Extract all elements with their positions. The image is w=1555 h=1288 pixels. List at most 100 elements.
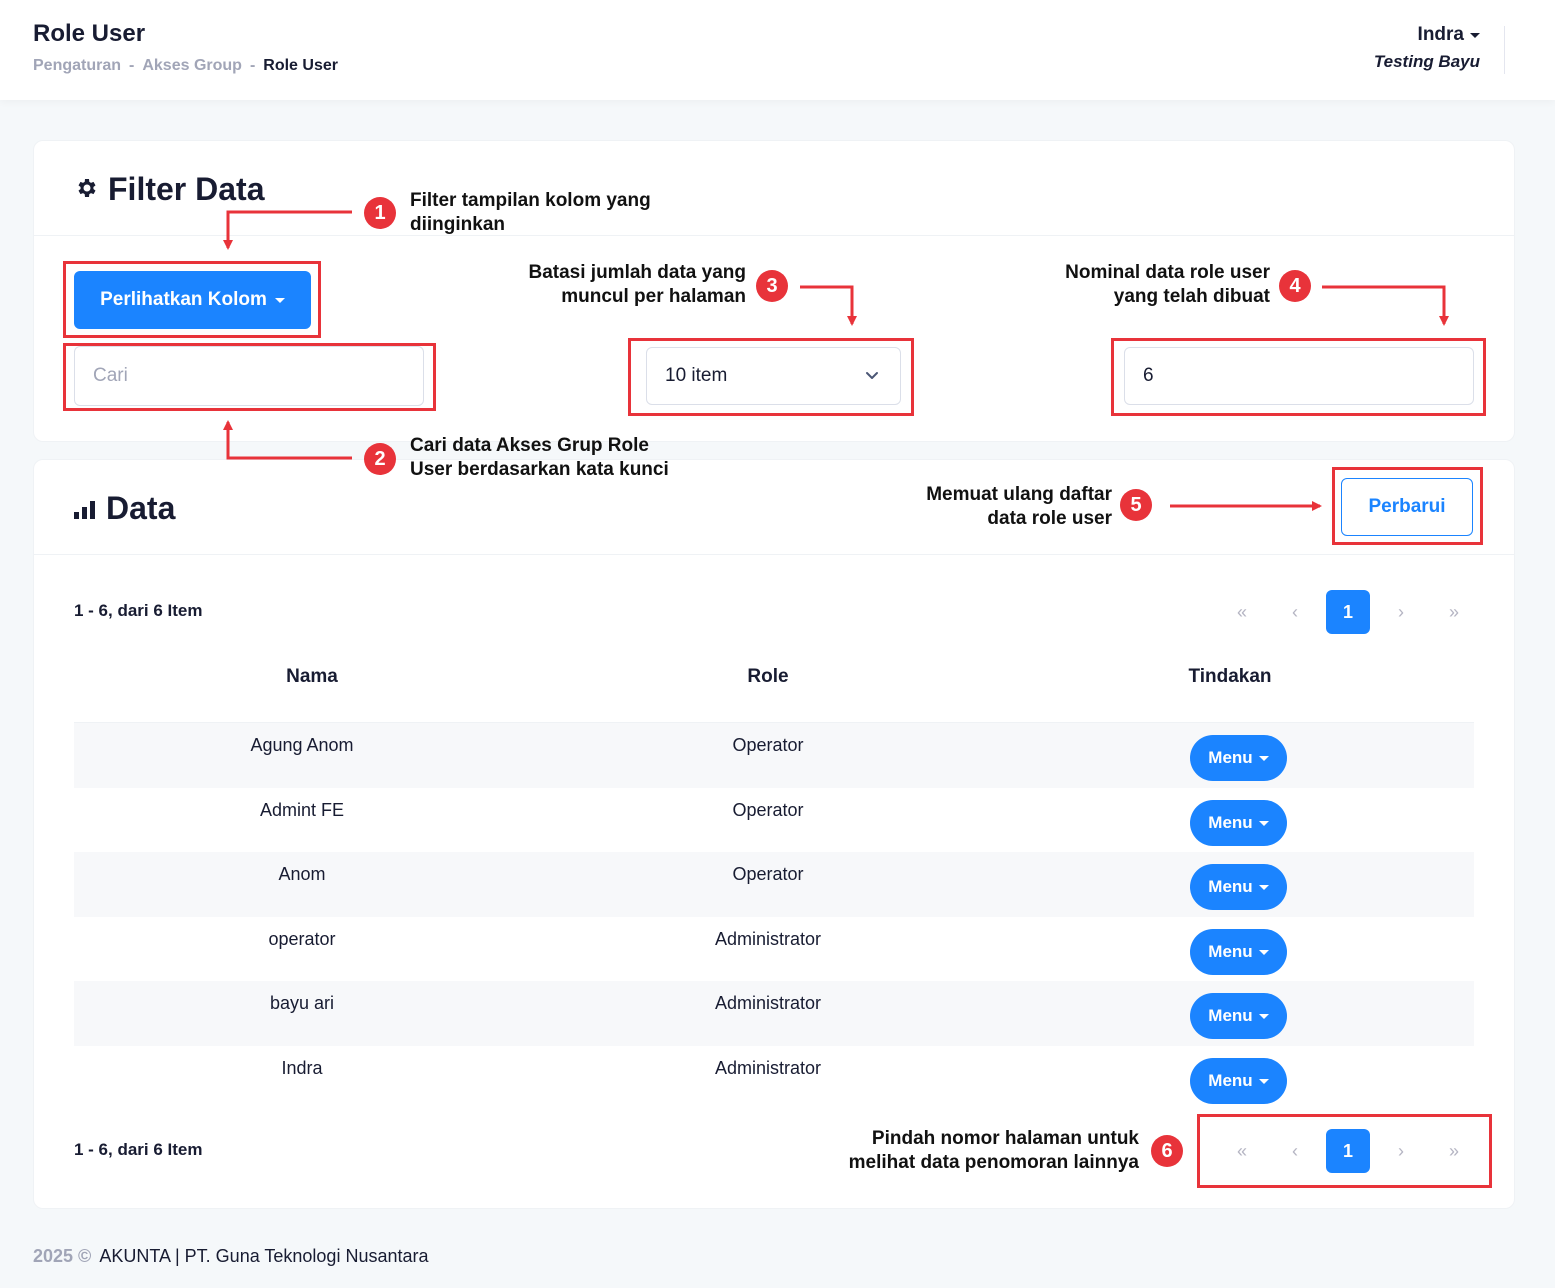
highlight-box-2	[63, 343, 436, 411]
annotation-badge-2: 2	[364, 443, 396, 475]
cell-nama: bayu ari	[269, 993, 335, 1013]
caret-down-icon	[274, 297, 285, 303]
data-title-text: Data	[106, 490, 176, 526]
annotation-badge-4: 4	[1279, 270, 1311, 302]
annotation-badge-1: 1	[364, 197, 396, 229]
show-columns-button[interactable]: Perlihatkan Kolom	[74, 271, 311, 329]
column-header-nama[interactable]: Nama	[286, 666, 338, 687]
row-menu-button[interactable]: Menu	[1190, 929, 1287, 975]
table-row: Admint FE Operator Menu	[74, 788, 1474, 853]
data-card-title: Data	[74, 490, 175, 527]
caret-down-icon	[1258, 820, 1269, 826]
table-header-divider	[74, 722, 1474, 723]
annotation-note-6: Pindah nomor halaman untuk melihat data …	[800, 1127, 1139, 1175]
total-data-field: 6	[1124, 347, 1474, 405]
note-6-line1: Pindah nomor halaman untuk	[871, 1128, 1139, 1149]
footer-year: 2025 ©	[33, 1246, 92, 1266]
table-row: Anom Operator Menu	[74, 852, 1474, 917]
column-header-tindakan: Tindakan	[1188, 666, 1272, 687]
annotation-note-3: Batasi jumlah data yang muncul per halam…	[486, 261, 746, 309]
annotation-badge-6: 6	[1151, 1135, 1183, 1167]
annotation-note-2: Cari data Akses Grup Role User berdasark…	[410, 434, 669, 482]
note-4-line1: Nominal data role user	[1065, 262, 1270, 283]
page-title: Role User	[33, 20, 146, 47]
caret-down-icon	[1258, 1013, 1269, 1019]
row-menu-label: Menu	[1208, 813, 1253, 832]
row-menu-button[interactable]: Menu	[1190, 993, 1287, 1039]
row-menu-label: Menu	[1208, 1006, 1253, 1025]
breadcrumb-separator: -	[249, 57, 256, 74]
breadcrumb-item-pengaturan[interactable]: Pengaturan	[33, 57, 122, 74]
table-row: Indra Administrator Menu	[74, 1046, 1474, 1111]
table-row: operator Administrator Menu	[74, 917, 1474, 982]
row-menu-label: Menu	[1208, 748, 1253, 767]
row-menu-label: Menu	[1208, 877, 1253, 896]
cell-role: Operator	[732, 735, 804, 755]
pagination-bottom: « ‹ 1 › »	[1211, 1129, 1476, 1173]
row-menu-label: Menu	[1208, 1071, 1253, 1090]
caret-down-icon	[1258, 884, 1269, 890]
row-menu-button[interactable]: Menu	[1190, 735, 1287, 781]
cell-role: Administrator	[714, 929, 822, 949]
note-3-line2: muncul per halaman	[561, 286, 746, 307]
row-menu-label: Menu	[1208, 942, 1253, 961]
annotation-note-5: Memuat ulang daftar data role user	[872, 483, 1112, 531]
note-1-line2: diinginkan	[410, 214, 505, 235]
page-1-button[interactable]: 1	[1326, 590, 1370, 634]
breadcrumb-item-role-user: Role User	[263, 57, 338, 74]
note-2-line1: Cari data Akses Grup Role	[410, 435, 649, 456]
filter-card-title: Filter Data	[74, 171, 264, 208]
note-5-line2: data role user	[987, 508, 1112, 529]
bar-chart-icon	[74, 490, 96, 527]
cell-role: Operator	[732, 800, 804, 820]
note-2-line2: User berdasarkan kata kunci	[410, 459, 669, 480]
highlight-box-3	[628, 338, 914, 416]
table-row: bayu ari Administrator Menu	[74, 981, 1474, 1046]
note-1-line1: Filter tampilan kolom yang	[410, 190, 651, 211]
next-page-button[interactable]: ›	[1398, 1140, 1404, 1161]
cell-nama: operator	[268, 929, 336, 949]
cell-role: Administrator	[714, 1058, 822, 1078]
user-name-toggle[interactable]: Indra	[1418, 24, 1480, 46]
annotation-badge-3: 3	[756, 270, 788, 302]
filter-card-divider	[34, 235, 1514, 236]
first-page-button[interactable]: «	[1236, 1140, 1247, 1161]
user-menu[interactable]: Indra Testing Bayu	[1374, 24, 1480, 72]
breadcrumb-separator: -	[129, 57, 135, 74]
column-header-role[interactable]: Role	[747, 666, 789, 687]
breadcrumb-item-akses-group[interactable]: Akses Group	[142, 57, 242, 74]
pagination-top: « ‹ 1 › »	[1211, 590, 1476, 634]
last-page-button[interactable]: »	[1448, 601, 1459, 622]
note-5-line1: Memuat ulang daftar	[926, 484, 1112, 505]
footer: 2025 © AKUNTA | PT. Guna Teknologi Nusan…	[33, 1246, 429, 1267]
row-menu-button[interactable]: Menu	[1190, 864, 1287, 910]
user-name: Indra	[1417, 24, 1464, 45]
refresh-button[interactable]: Perbarui	[1341, 478, 1473, 536]
page-1-button[interactable]: 1	[1326, 1129, 1370, 1173]
show-columns-label: Perlihatkan Kolom	[100, 289, 267, 310]
caret-down-icon	[1258, 755, 1269, 761]
highlight-box-5	[1332, 467, 1483, 545]
pagination-info-top: 1 - 6, dari 6 Item	[74, 601, 203, 620]
search-input[interactable]: Cari	[74, 346, 424, 406]
row-menu-button[interactable]: Menu	[1190, 1058, 1287, 1104]
cell-role: Operator	[732, 864, 804, 884]
annotation-note-4: Nominal data role user yang telah dibuat	[1010, 261, 1270, 309]
next-page-button[interactable]: ›	[1398, 601, 1404, 622]
prev-page-button[interactable]: ‹	[1292, 601, 1298, 622]
breadcrumb: Pengaturan - Akses Group - Role User	[33, 57, 338, 75]
note-3-line1: Batasi jumlah data yang	[528, 262, 746, 283]
annotation-note-1: Filter tampilan kolom yang diinginkan	[410, 189, 651, 237]
filter-title-text: Filter Data	[108, 171, 265, 207]
caret-down-icon	[1258, 949, 1269, 955]
row-menu-button[interactable]: Menu	[1190, 800, 1287, 846]
first-page-button[interactable]: «	[1236, 601, 1247, 622]
data-card-divider	[34, 554, 1514, 555]
last-page-button[interactable]: »	[1448, 1140, 1459, 1161]
chevron-down-icon	[866, 372, 878, 379]
caret-down-icon	[1470, 32, 1480, 38]
cell-nama: Admint FE	[259, 800, 345, 820]
per-page-value: 10 item	[665, 365, 728, 386]
per-page-select[interactable]: 10 item	[646, 347, 901, 405]
prev-page-button[interactable]: ‹	[1292, 1140, 1298, 1161]
